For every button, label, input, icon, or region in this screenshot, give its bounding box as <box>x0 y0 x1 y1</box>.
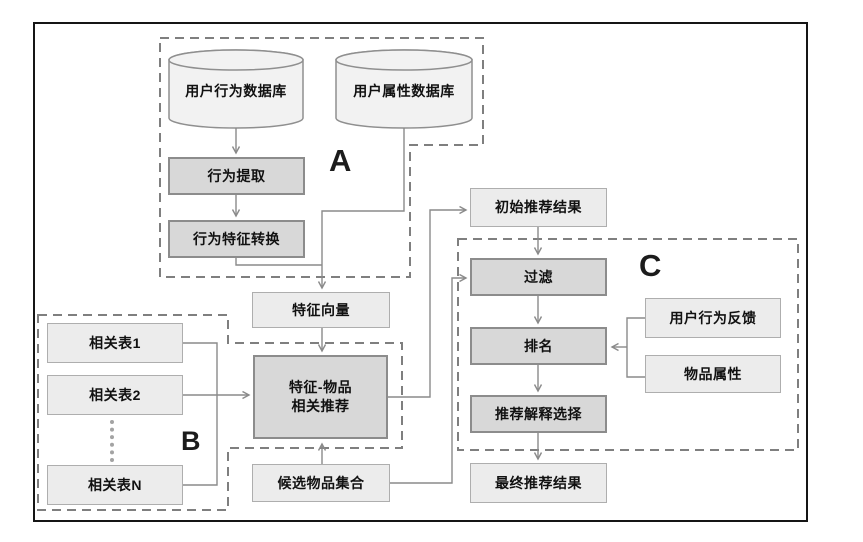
final-results-node: 最终推荐结果 <box>470 463 607 503</box>
group-a-label: A <box>329 143 352 178</box>
behavior-extraction-node: 行为提取 <box>168 157 305 195</box>
ranking-node: 排名 <box>470 327 607 365</box>
feature-vector-node: 特征向量 <box>252 292 390 328</box>
feature-item-recommendation-node: 特征-物品 相关推荐 <box>253 355 388 439</box>
group-b-label: B <box>181 426 201 456</box>
user-behavior-db-label: 用户行为数据库 <box>185 83 287 99</box>
user-attribute-db-cylinder-top <box>335 49 473 71</box>
group-c-outline <box>457 238 799 451</box>
related-table-2-node: 相关表2 <box>47 375 183 415</box>
line-feedback-attributes-bracket <box>626 317 645 378</box>
related-tables-ellipsis <box>110 420 114 462</box>
group-a-outline <box>159 37 484 278</box>
arrow-attributedb-to-featurevector <box>317 128 405 290</box>
related-table-1-node: 相关表1 <box>47 323 183 363</box>
user-behavior-feedback-node: 用户行为反馈 <box>645 298 781 338</box>
related-table-n-node: 相关表N <box>47 465 183 505</box>
arrow-candidateset-to-filter <box>390 273 468 484</box>
line-related-tables-bus <box>183 342 218 486</box>
user-attribute-db-label: 用户属性数据库 <box>353 83 455 99</box>
explanation-selection-node: 推荐解释选择 <box>470 395 607 433</box>
initial-results-node: 初始推荐结果 <box>470 188 607 227</box>
group-b-outline <box>37 314 403 511</box>
user-behavior-db-cylinder-top <box>168 49 304 71</box>
arrow-featureitem-to-initialresults <box>388 205 468 398</box>
item-attributes-node: 物品属性 <box>645 355 781 393</box>
candidate-item-set-node: 候选物品集合 <box>252 464 390 502</box>
behavior-feature-conversion-node: 行为特征转换 <box>168 220 305 258</box>
line-conversion-elbow <box>235 258 322 266</box>
filter-node: 过滤 <box>470 258 607 296</box>
group-c-label: C <box>639 248 662 283</box>
